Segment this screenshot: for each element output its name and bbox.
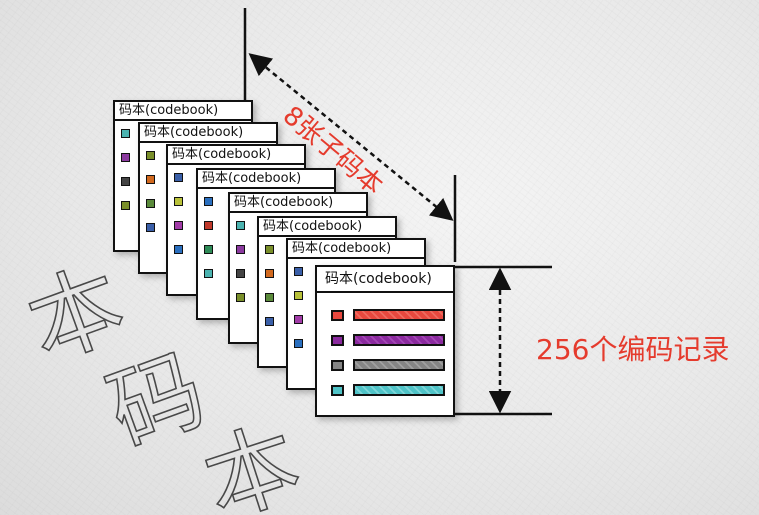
codebook-entry-swatch [146, 151, 155, 160]
front-codebook-card: 码本(codebook) [315, 265, 455, 417]
codebook-entry-swatch [174, 197, 183, 206]
codebook-entry-swatch [204, 197, 213, 206]
codebook-card-title: 码本(codebook) [140, 124, 276, 143]
row-3-swatch [331, 360, 344, 371]
codebook-entry-swatch [265, 245, 274, 254]
codebook-card-title: 码本(codebook) [115, 102, 251, 121]
codebook-entry-swatch [204, 269, 213, 278]
codebook-entry-swatch [265, 293, 274, 302]
codebook-entry-swatch [294, 339, 303, 348]
codebook-entry-swatch [236, 221, 245, 230]
codebook-entry-swatch [236, 293, 245, 302]
codebook-entry-swatch [174, 173, 183, 182]
codebook-entry-swatch [236, 245, 245, 254]
codebook-entry-swatch [294, 315, 303, 324]
record-count-label: 256个编码记录 [536, 333, 730, 366]
row-4-bar [353, 384, 445, 396]
codebook-entry-swatch [265, 269, 274, 278]
codebook-entry-swatch [294, 291, 303, 300]
codebook-entry-swatch [236, 269, 245, 278]
codebook-entry-swatch [121, 153, 130, 162]
codebook-entry-swatch [146, 223, 155, 232]
codebook-card-title: 码本(codebook) [288, 240, 424, 259]
row-4-swatch [331, 385, 344, 396]
row-1-bar [353, 309, 445, 321]
codebook-entry-swatch [265, 317, 274, 326]
codebook-card-title: 码本(codebook) [259, 218, 395, 237]
codebook-entry-swatch [146, 175, 155, 184]
codebook-entry-swatch [174, 245, 183, 254]
codebook-entry-swatch [121, 177, 130, 186]
row-2-bar [353, 334, 445, 346]
row-3-bar [353, 359, 445, 371]
codebook-entry-swatch [174, 221, 183, 230]
codebook-entry-swatch [204, 245, 213, 254]
codebook-entry-swatch [204, 221, 213, 230]
codebook-card-title: 码本(codebook) [168, 146, 304, 165]
codebook-entry-swatch [146, 199, 155, 208]
codebook-entry-swatch [294, 267, 303, 276]
codebook-entry-swatch [121, 129, 130, 138]
row-2-swatch [331, 335, 344, 346]
row-1-swatch [331, 310, 344, 321]
codebook-entry-swatch [121, 201, 130, 210]
diagonal-dimension-arrow [248, 53, 454, 221]
front-codebook-title: 码本(codebook) [317, 267, 453, 293]
